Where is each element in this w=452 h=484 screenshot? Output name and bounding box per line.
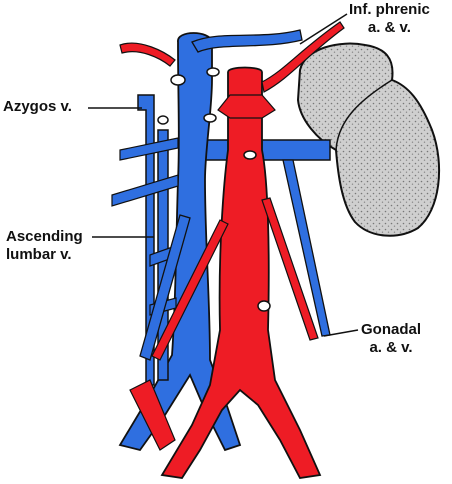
inf-phrenic-leader-line [299,13,348,45]
inf-phrenic-artery [119,42,176,67]
gland-lobe-line [335,79,393,151]
hepatic-vein-opening [170,74,186,86]
left-gonadal-artery [261,197,319,341]
gonadal-leader-line [323,329,359,337]
label-ascending-lumbar-line1: Ascending [6,228,83,245]
label-ascending-lumbar-vein: Ascending lumbar v. [6,228,83,264]
label-ascending-lumbar-line2: lumbar v. [6,246,72,263]
renal-vein-opening [243,150,257,160]
label-gonadal: Gonadal a. & v. [361,321,421,357]
lumbar-vein-branch-1 [119,137,179,161]
celiac-branches [217,94,276,119]
label-inf-phrenic-line2: a. & v. [367,19,411,36]
right-common-iliac-artery [129,379,176,451]
lumbar-vein-opening [157,115,169,125]
left-renal-vein [204,139,331,161]
inf-phrenic-vein [191,29,303,53]
label-inf-phrenic: Inf. phrenic a. & v. [349,1,430,37]
inf-phrenic-artery-left [261,21,345,93]
label-inf-phrenic-line1: Inf. phrenic [349,1,430,18]
label-gonadal-line1: Gonadal [361,321,422,338]
suprarenal-gland [296,42,441,237]
lumbar-vein-branch-2 [111,174,179,207]
hepatic-vein-opening [206,67,220,77]
label-azygos-vein: Azygos v. [3,98,72,115]
mesenteric-artery-opening [257,300,271,312]
renal-artery-opening [203,113,217,123]
right-gonadal-artery [151,219,229,361]
right-gonadal-vein [139,214,191,361]
label-gonadal-line2: a. & v. [369,339,413,356]
